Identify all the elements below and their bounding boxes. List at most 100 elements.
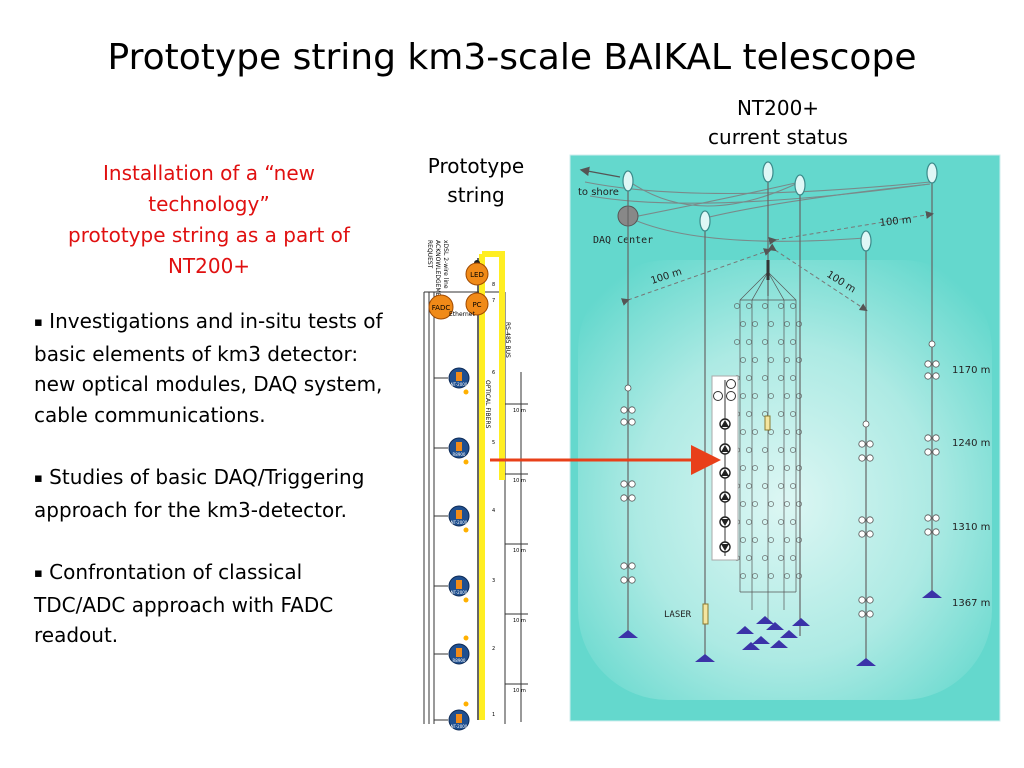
spacing-label: 10 m (513, 548, 526, 554)
daq-center-label: DAQ Center (593, 235, 653, 246)
buoy (860, 230, 872, 252)
optical-module: NT-2000 3 (434, 575, 495, 603)
module-label: R8900 (453, 658, 466, 663)
intro-text: Installation of a “new technology” proto… (34, 158, 384, 282)
bullet-text: Studies of basic DAQ/Triggering approach… (34, 465, 365, 522)
nt200-module (734, 303, 740, 309)
caption-line: current status (708, 125, 848, 149)
bullet-text: Confrontation of classical TDC/ADC appro… (34, 560, 334, 647)
caption-line: string (447, 183, 505, 207)
buoy (622, 170, 634, 192)
nt200-central-array (739, 260, 797, 620)
optical-fibers-label: OPTICAL FIBERS (484, 380, 491, 429)
nt200-module (768, 321, 774, 327)
buoy (794, 174, 806, 196)
module-label: NT-2000 (451, 520, 468, 525)
nt200-module (796, 321, 802, 327)
nt200-module (768, 357, 774, 363)
intro-line: NT200+ (167, 254, 251, 278)
nt200-telescope-diagram: to shore DAQ Center 100 m 100 m 100 m (569, 154, 1001, 722)
caption-line: NT200+ (736, 96, 820, 120)
nt200-module (796, 429, 802, 435)
module-label: NT-2000 (451, 382, 468, 387)
bullet-list: ▪ Investigations and in-situ tests of ba… (34, 306, 384, 651)
bullet-item: ▪ Investigations and in-situ tests of ba… (34, 306, 384, 430)
depth-label: 1367 m (952, 598, 990, 609)
nt200-module (752, 321, 758, 327)
nt200-caption: NT200+ current status (670, 94, 886, 152)
spacing-label: 10 m (513, 408, 526, 414)
prototype-caption: Prototype string (404, 152, 548, 210)
nt200-module (790, 411, 796, 417)
nt200-module (746, 519, 752, 525)
nt200-module (784, 573, 790, 579)
nt200-module (740, 573, 746, 579)
module-number: 5 (492, 440, 495, 446)
rs485-label: RS-485 BUS (504, 322, 511, 358)
buoy (926, 162, 938, 184)
nt200-module (790, 339, 796, 345)
nt200-module (790, 555, 796, 561)
to-shore-label: to shore (578, 187, 619, 198)
nt200-module (778, 447, 784, 453)
nt200-module (796, 393, 802, 399)
intro-line: Installation of a “new (103, 161, 315, 185)
channel-number: 7 (492, 298, 495, 304)
led-label: LED (470, 271, 484, 279)
nt200-module (762, 555, 768, 561)
nt200-module (752, 465, 758, 471)
nt200-module (790, 447, 796, 453)
nt200-module (746, 447, 752, 453)
depth-label: 1310 m (952, 522, 990, 533)
nt200-module (752, 573, 758, 579)
depth-label: 1240 m (952, 438, 990, 449)
fadc-label: FADC (432, 304, 451, 312)
bullet-text: Investigations and in-situ tests of basi… (34, 309, 383, 427)
nt200-module (784, 393, 790, 399)
xdsl-label: xDSL 2-wire line (442, 240, 449, 289)
nt200-module (762, 519, 768, 525)
bullet-icon: ▪ (34, 471, 43, 486)
nt200-module (752, 429, 758, 435)
nt200-module (790, 483, 796, 489)
module-label: NT-2000 (451, 590, 468, 595)
nt200-module (752, 537, 758, 543)
pc-box (465, 292, 489, 316)
nt200-module (790, 519, 796, 525)
nt200-module (740, 321, 746, 327)
nt200-module (734, 339, 740, 345)
prototype-string-inset (711, 375, 739, 561)
nt200-module (746, 303, 752, 309)
nt200-module (796, 573, 802, 579)
nt200-module (784, 501, 790, 507)
nt200-module (740, 537, 746, 543)
intro-line: technology” (148, 192, 270, 216)
nt200-module (768, 465, 774, 471)
module-label: R8900 (453, 452, 466, 457)
laser-label: LASER (664, 610, 692, 620)
ethernet-label: Ethernet (449, 311, 475, 318)
nt200-module (746, 375, 752, 381)
nt200-module (762, 303, 768, 309)
nt200-module (740, 393, 746, 399)
nt200-module (768, 393, 774, 399)
nt200-module (796, 537, 802, 543)
string-buoys (622, 161, 938, 252)
nt200-module (768, 429, 774, 435)
module-number: 1 (492, 712, 495, 718)
bullet-item: ▪ Studies of basic DAQ/Triggering approa… (34, 462, 384, 525)
intro-line: prototype string as a part of (68, 223, 350, 247)
nt200-module (784, 321, 790, 327)
nt200-module (778, 519, 784, 525)
optical-module-pairs (620, 340, 940, 618)
buoy (762, 161, 774, 183)
nt200-module (768, 501, 774, 507)
depth-label: 1170 m (952, 365, 990, 376)
fadc-box (428, 294, 454, 320)
nt200-module (746, 555, 752, 561)
nt200-module (752, 393, 758, 399)
bullet-icon: ▪ (34, 566, 43, 581)
nt200-module (762, 483, 768, 489)
nt200-module (778, 411, 784, 417)
optical-module: NT-2000 6 (434, 367, 495, 395)
